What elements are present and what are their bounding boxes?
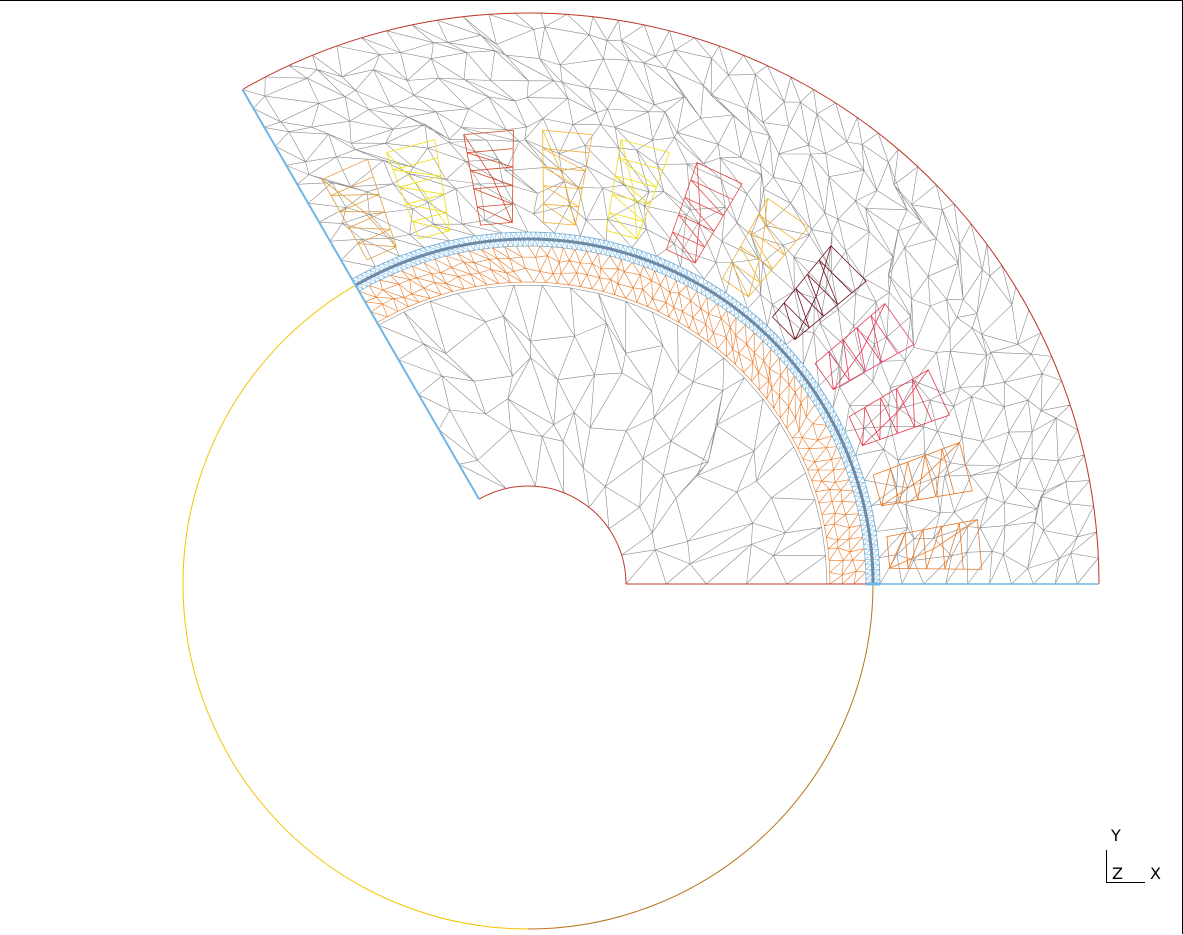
winding-slot-2 <box>386 139 451 240</box>
outer-circle-left <box>182 238 529 930</box>
winding-slot-edges <box>386 139 451 240</box>
winding-slot-9 <box>814 302 915 391</box>
stator-mesh-edges <box>242 12 1100 585</box>
winding-slot-edges <box>463 129 514 226</box>
rotor-ring-mesh <box>358 245 867 585</box>
winding-slot-1 <box>321 158 397 261</box>
winding-slot-5 <box>605 139 670 240</box>
triad-z-label: Z <box>1112 864 1123 883</box>
winding-slot-edges <box>665 162 743 264</box>
winding-slot-edges <box>321 158 397 261</box>
winding-slot-edges <box>886 519 983 570</box>
stator-mesh <box>242 12 1100 585</box>
outer-boundary <box>242 12 1100 585</box>
winding-slot-edges <box>721 197 810 298</box>
winding-slot-10 <box>848 369 950 447</box>
winding-slot-12 <box>886 519 983 570</box>
rotor-ring-mesh-edges <box>358 245 867 585</box>
winding-slot-3 <box>463 129 514 226</box>
winding-slot-6 <box>665 162 743 264</box>
shaft-boundary <box>478 485 627 585</box>
triad-axes-icon <box>1106 850 1145 883</box>
winding-slot-11 <box>872 442 973 507</box>
winding-slot-4 <box>542 129 593 226</box>
left-periodic-boundary <box>241 88 480 500</box>
winding-slot-edges <box>814 302 915 391</box>
winding-slot-edges <box>848 369 950 447</box>
air-gap-line <box>354 237 875 585</box>
winding-slot-edges <box>542 129 593 226</box>
winding-slot-8 <box>771 245 867 341</box>
winding-slot-edges <box>771 245 867 341</box>
winding-slot-edges <box>872 442 973 507</box>
winding-slot-edges <box>605 139 670 240</box>
winding-slot-7 <box>721 197 810 298</box>
triad-x-label: X <box>1150 864 1161 883</box>
triad-y-label: Y <box>1111 826 1121 845</box>
